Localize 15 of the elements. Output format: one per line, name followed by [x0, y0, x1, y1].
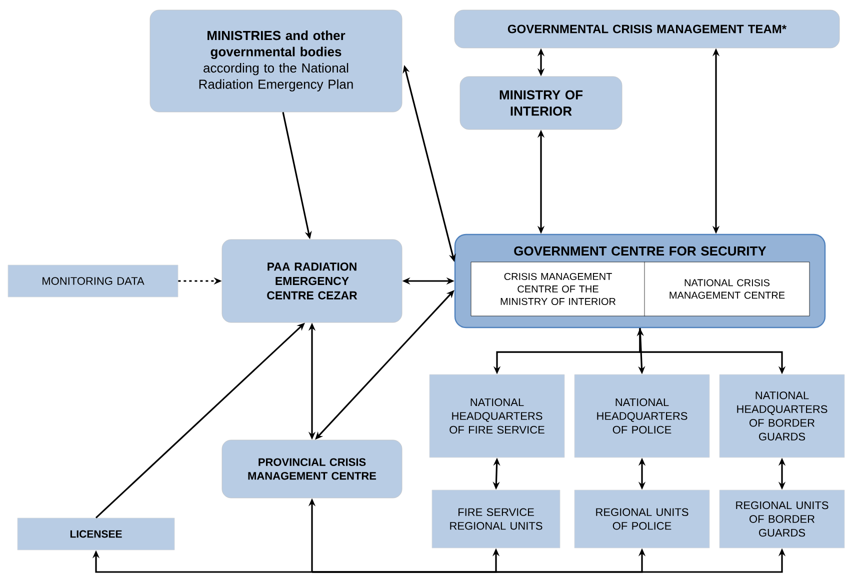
headquarters-box: NATIONAL HEADQUARTERS OF POLICE	[574, 374, 710, 458]
ministry-box: MINISTRY OF INTERIOR	[460, 76, 622, 130]
headquarters-box: NATIONAL HEADQUARTERS OF BORDER GUARDS	[719, 374, 845, 458]
centre-cell: NATIONAL CRISIS MANAGEMENT CENTRE	[644, 262, 810, 316]
regional-box: REGIONAL UNITS OF POLICE	[574, 490, 710, 548]
regional-box: REGIONAL UNITS OF BORDER GUARDS	[719, 490, 845, 548]
ministries-box: MINISTRIES and other governmental bodies according to the National Radiation Emergency Plan	[150, 10, 402, 112]
regional-box: FIRE SERVICE REGIONAL UNITS	[432, 490, 560, 548]
team-box: GOVERNMENTAL CRISIS MANAGEMENT TEAM*	[454, 10, 840, 48]
headquarters-box: NATIONAL HEADQUARTERS OF FIRE SERVICE	[429, 374, 565, 458]
licensee-box: LICENSEE	[17, 518, 175, 550]
centre-box: PAA RADIATION EMERGENCY CENTRE CEZAR	[222, 239, 402, 323]
data-box: MONITORING DATA	[8, 264, 178, 298]
provincial-box: PROVINCIAL CRISIS MANAGEMENT CENTRE	[222, 440, 402, 498]
centre-cell: CRISIS MANAGEMENT CENTRE OF THE MINISTRY OF INTERIOR	[470, 262, 646, 316]
